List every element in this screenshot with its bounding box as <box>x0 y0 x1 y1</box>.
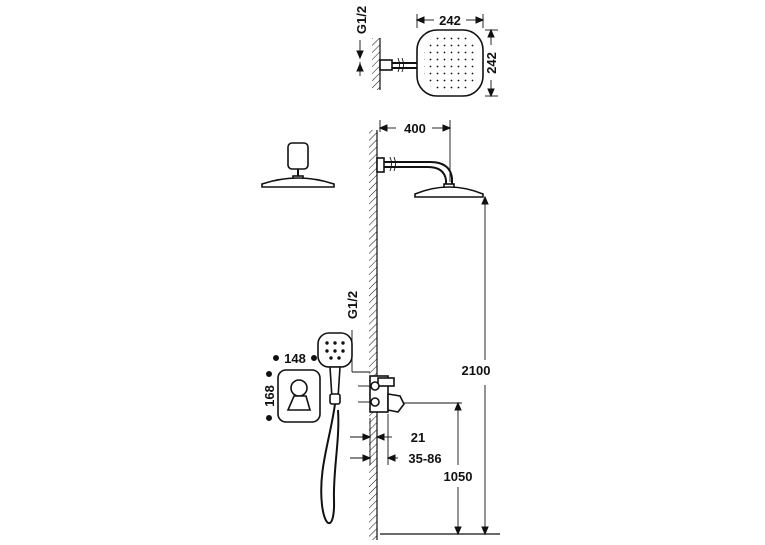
dim-thread-top: G1/2 <box>354 6 369 34</box>
dim-depth-range: 35-86 <box>408 451 441 466</box>
dim-arm-length: 400 <box>404 121 426 136</box>
hand-shower-assembly: 148 168 <box>262 332 353 525</box>
dim-head-width: 242 <box>439 13 461 28</box>
top-view-head-detail: 242 242 G1/2 <box>354 6 499 98</box>
shower-hose <box>320 403 340 525</box>
dim-hand-shower: 148 <box>284 351 306 366</box>
dim-head-height: 242 <box>484 52 499 74</box>
dim-plate-height: 168 <box>262 385 277 407</box>
dim-wall-depth: 21 <box>411 430 425 445</box>
mixer-lever-side <box>387 393 405 413</box>
shower-head-side <box>414 186 484 198</box>
dim-mixer-height: 1050 <box>444 469 473 484</box>
perspective-head <box>261 142 335 188</box>
wall-hatch-side <box>369 130 377 540</box>
dim-head-floor-height: 2100 <box>462 363 491 378</box>
dim-thread-mid: G1/2 <box>345 291 360 319</box>
wall-hatch-top <box>372 38 380 90</box>
side-view: 400 2100 1050 G1/2 <box>345 120 500 540</box>
